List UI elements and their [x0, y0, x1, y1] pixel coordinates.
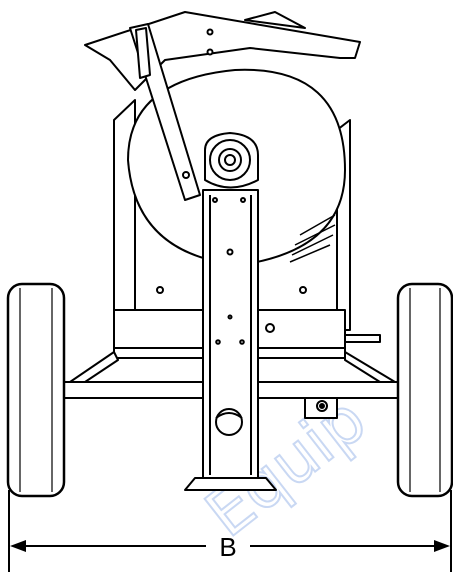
side-bracket [344, 334, 381, 343]
frame-bolt-right [299, 286, 307, 294]
hopper-bolt-2 [206, 48, 214, 56]
gearbox-shaft-center [224, 154, 236, 166]
dimension-arrow-right [434, 540, 450, 552]
tow-column-inner-edge [209, 195, 252, 475]
wheel-left [6, 282, 66, 498]
column-bolt-3 [226, 248, 234, 256]
column-bolt-6 [227, 314, 233, 320]
tilt-handle-grip [135, 27, 151, 79]
column-bolt-1 [212, 197, 218, 203]
axle-bracket-bolt-center [319, 403, 325, 409]
drum-vent-slots [289, 214, 336, 263]
dimension-label: B [219, 532, 236, 562]
wheel-left-tread [19, 288, 53, 492]
frame-bolt-left [156, 286, 164, 294]
column-bolt-5 [239, 339, 245, 345]
wheel-right-tread [409, 288, 441, 492]
hopper-lid [244, 11, 306, 29]
hopper-bolt-1 [206, 28, 214, 36]
dimension-arrow-left [10, 540, 26, 552]
axle-strut-right [344, 351, 396, 383]
column-bolt-2 [240, 197, 246, 203]
handle-pivot [182, 171, 190, 179]
dimension-b [8, 490, 452, 572]
tow-eye [215, 408, 243, 436]
wheel-right [396, 282, 453, 498]
tow-eye-lip [215, 412, 243, 419]
chassis-bolt [265, 323, 275, 333]
axle-strut-left [69, 351, 119, 383]
column-bolt-4 [215, 339, 221, 345]
foot-plate [184, 477, 277, 491]
